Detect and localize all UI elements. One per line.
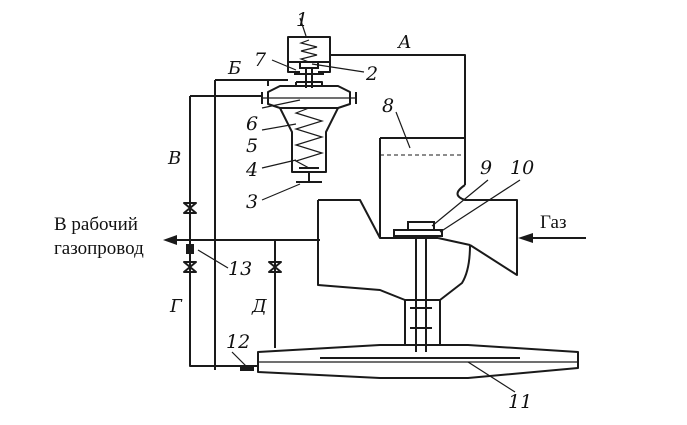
label-part-6: 6 xyxy=(246,113,258,135)
inlet-label: Газ xyxy=(540,212,566,233)
label-line-b: Б xyxy=(227,58,241,79)
pilot-upper-housing xyxy=(287,36,331,73)
valve-plug-9 xyxy=(393,221,443,237)
valve-d xyxy=(268,261,282,273)
pilot-diaphragm-chamber xyxy=(261,81,357,109)
valve-v xyxy=(183,202,197,214)
label-part-1: 1 xyxy=(296,9,308,31)
label-line-v: В xyxy=(167,148,181,169)
label-part-10: 10 xyxy=(510,157,534,179)
main-diaphragm-chamber xyxy=(257,344,579,379)
drain-point-12 xyxy=(240,365,254,371)
label-part-13: 13 xyxy=(228,258,252,280)
line-b xyxy=(214,79,288,370)
outlet-label-line-1: В рабочий xyxy=(54,214,138,235)
label-part-9: 9 xyxy=(480,157,492,179)
line-g xyxy=(189,240,258,367)
pilot-valve-stem xyxy=(294,61,324,88)
line-v xyxy=(189,95,262,240)
pilot-lower-housing xyxy=(279,107,339,183)
label-part-2: 2 xyxy=(365,63,378,85)
label-line-g: Г xyxy=(169,296,183,317)
pilot-top-spring xyxy=(298,39,318,63)
label-part-11: 11 xyxy=(508,391,532,413)
label-part-4: 4 xyxy=(245,159,258,181)
outlet-label-line-2: газопровод xyxy=(54,238,144,259)
line-a xyxy=(330,54,466,138)
stem-guide xyxy=(404,300,441,345)
pilot-lower-spring xyxy=(293,107,325,169)
label-part-8: 8 xyxy=(382,95,394,117)
inlet-arrow xyxy=(518,233,586,243)
label-part-5: 5 xyxy=(246,135,258,157)
leader-lines xyxy=(197,17,521,393)
label-part-7: 7 xyxy=(254,49,267,71)
main-valve-body xyxy=(317,137,518,301)
label-line-a: А xyxy=(396,32,412,53)
outlet-pipe-line xyxy=(163,235,320,245)
valve-g xyxy=(183,261,197,273)
valve-stem xyxy=(415,236,427,352)
label-line-d: Д xyxy=(251,296,267,317)
label-part-3: 3 xyxy=(246,191,258,213)
throttle-13 xyxy=(186,244,194,254)
label-part-12: 12 xyxy=(226,331,250,353)
